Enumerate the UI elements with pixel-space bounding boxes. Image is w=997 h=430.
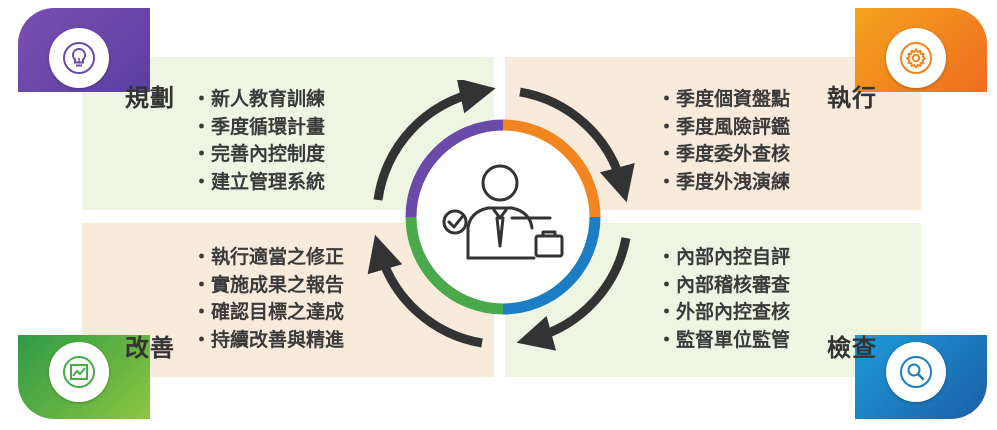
improve-item: 持續改善與精進 [192, 327, 344, 355]
plan-item: 新人教育訓練 [192, 86, 325, 114]
trend-chart-icon [49, 342, 109, 402]
gear-icon [886, 28, 946, 88]
check-item: 監督單位監管 [657, 327, 790, 355]
improve-item: 實施成果之報告 [192, 272, 344, 300]
check-title: 檢查 [827, 334, 877, 362]
magnifier-icon [886, 342, 946, 402]
plan-item: 季度循環計畫 [192, 114, 325, 142]
arrow-check-to-improve [516, 237, 631, 351]
plan-item: 完善內控制度 [192, 141, 325, 169]
ring-segment-execute [502, 119, 601, 218]
check-item: 內部稽核審查 [657, 272, 790, 300]
arrow-plan-to-execute [373, 80, 496, 201]
execute-title: 執行 [827, 84, 877, 112]
plan-item: 建立管理系統 [192, 169, 325, 197]
arrow-improve-to-plan [367, 234, 483, 348]
plan-title: 規劃 [125, 84, 175, 112]
execute-item: 季度委外查核 [657, 141, 790, 169]
execute-items: 季度個資盤點 季度風險評鑑 季度委外查核 季度外洩演練 [657, 86, 790, 196]
improve-item: 確認目標之達成 [192, 299, 344, 327]
execute-item: 季度風險評鑑 [657, 114, 790, 142]
ring-segment-improve [405, 216, 504, 315]
ring-segment-plan [405, 119, 504, 218]
ring-segment-check [502, 216, 601, 315]
execute-item: 季度外洩演練 [657, 169, 790, 197]
person-check-briefcase-icon [442, 164, 564, 260]
cycle-diagram [367, 80, 635, 351]
check-item: 外部內控查核 [657, 299, 790, 327]
lightbulb-icon [49, 28, 109, 88]
execute-item: 季度個資盤點 [657, 86, 790, 114]
check-items: 內部內控自評 內部稽核審查 外部內控查核 監督單位監管 [657, 244, 790, 354]
improve-title: 改善 [125, 334, 175, 362]
check-item: 內部內控自評 [657, 244, 790, 272]
arrow-execute-to-check [519, 87, 635, 203]
plan-items: 新人教育訓練 季度循環計畫 完善內控制度 建立管理系統 [192, 86, 325, 196]
improve-items: 執行適當之修正 實施成果之報告 確認目標之達成 持續改善與精進 [192, 244, 344, 354]
improve-item: 執行適當之修正 [192, 244, 344, 272]
